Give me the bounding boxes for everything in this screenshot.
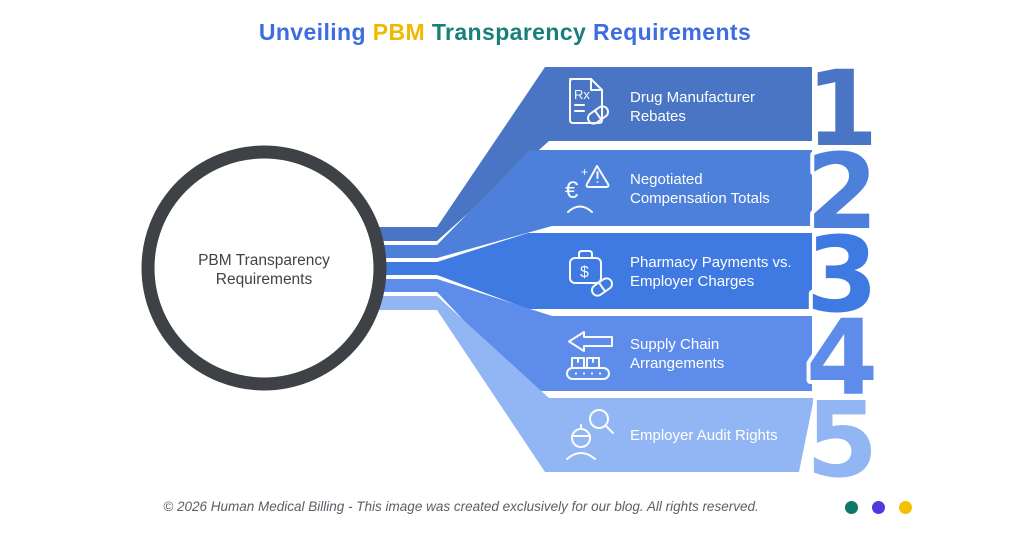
band-2-label-line2: Compensation Totals	[630, 190, 770, 207]
conveyor-return-arrow-icon	[566, 331, 613, 380]
band-1-label-line1: Drug Manufacturer	[630, 89, 755, 106]
rx-document-pill-icon: Rx	[569, 78, 610, 125]
footer-dot-indigo	[872, 501, 885, 514]
copyright-text: © 2026 Human Medical Billing - This imag…	[163, 499, 759, 514]
band-3-label-line2: Employer Charges	[630, 273, 754, 290]
euro-warning-person-icon: € +	[565, 165, 610, 213]
band-2-shape	[378, 150, 812, 258]
title-part-unveiling: Unveiling	[258, 19, 373, 45]
title-part-requirements: Requirements	[593, 19, 752, 45]
band-4-label-line2: Arrangements	[630, 355, 724, 372]
band-3-shape	[378, 233, 812, 309]
band-2-label-line1: Negotiated	[630, 171, 703, 188]
center-label-line1: PBM Transparency	[198, 252, 330, 269]
footer-dot-yellow	[899, 501, 912, 514]
band-5-shape	[378, 296, 814, 472]
band-5-label-line1: Employer Audit Rights	[630, 427, 778, 444]
band-3-number: 3	[806, 214, 878, 336]
center-label-line2: Requirements	[216, 271, 313, 288]
band-2-number: 2	[806, 131, 878, 253]
band-1-shape	[378, 67, 812, 241]
svg-text:Rx: Rx	[574, 87, 590, 102]
svg-text:€: €	[565, 177, 579, 204]
center-circle	[141, 145, 387, 391]
band-5-number: 5	[806, 379, 878, 501]
page-title: Unveiling PBM Transparency Requirements	[0, 14, 1010, 50]
band-4-label-line1: Supply Chain	[630, 336, 719, 353]
title-part-pbm: PBM	[372, 19, 432, 45]
svg-text:$: $	[580, 264, 589, 281]
svg-text:+: +	[581, 165, 588, 179]
band-1-number: 1	[806, 48, 878, 170]
band-4-number: 4	[806, 297, 878, 419]
band-3-label-line1: Pharmacy Payments vs.	[630, 254, 792, 271]
band-1-label-line2: Rebates	[630, 108, 686, 125]
money-bag-pill-icon: $	[569, 250, 614, 297]
footer-dot-teal	[845, 501, 858, 514]
auditor-magnifier-icon	[566, 409, 614, 460]
band-4-shape	[378, 279, 812, 391]
title-part-transparency: Transparency	[431, 19, 593, 45]
